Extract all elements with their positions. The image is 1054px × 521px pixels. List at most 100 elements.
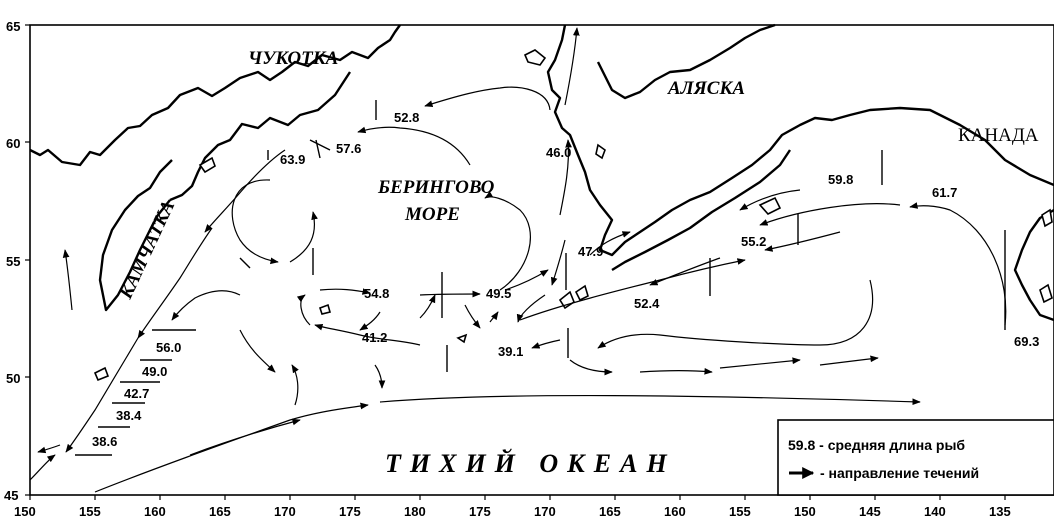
current-arrow	[759, 203, 901, 226]
current-arrow	[319, 288, 371, 295]
y-tick-label: 45	[4, 488, 18, 503]
fish-length-label: 52.4	[634, 296, 660, 311]
island	[93, 366, 110, 382]
island	[595, 143, 606, 160]
x-axis-labels: 150 155 160 165 170 175 180 175 170 165 …	[14, 504, 1011, 519]
y-tick-label: 65	[6, 19, 20, 34]
current-arrow	[504, 269, 549, 291]
fish-length-label: 55.2	[741, 234, 766, 249]
region-label-bering-sea: МОРЕ	[404, 204, 460, 225]
x-tick-label: 175	[469, 504, 491, 519]
current-arrow	[137, 227, 213, 339]
x-tick-label: 180	[404, 504, 426, 519]
fish-length-label: 61.7	[932, 185, 957, 200]
current-arrow	[357, 126, 471, 166]
current-arrow	[569, 359, 613, 376]
current-arrow	[314, 323, 421, 346]
fish-length-values: 52.8 57.6 63.9 46.0 59.8 61.7 55.2 47.9 …	[92, 110, 1039, 449]
x-tick-label: 170	[274, 504, 296, 519]
current-arrow	[189, 418, 301, 456]
x-tick-label: 155	[729, 504, 751, 519]
y-tick-label: 60	[6, 136, 20, 151]
region-label-chukotka: ЧУКОТКА	[248, 48, 338, 69]
fish-length-label: 39.1	[498, 344, 523, 359]
fish-length-label: 49.5	[486, 286, 511, 301]
fish-length-label: 69.3	[1014, 334, 1039, 349]
current-arrow	[94, 402, 369, 493]
islands	[93, 49, 1053, 382]
island	[1039, 283, 1053, 304]
fish-length-label: 63.9	[280, 152, 305, 167]
fish-length-label: 54.8	[364, 286, 389, 301]
x-tick-label: 155	[79, 504, 101, 519]
current-arrow	[289, 211, 318, 263]
x-tick-label: 160	[144, 504, 166, 519]
island	[318, 303, 331, 315]
current-arrow	[649, 257, 721, 286]
region-label-canada: КАНАДА	[958, 125, 1039, 146]
fish-length-label: 38.6	[92, 434, 117, 449]
y-axis-labels: 65 60 55 50 45	[4, 19, 20, 503]
current-arrow	[291, 364, 299, 406]
fish-length-label: 52.8	[394, 110, 419, 125]
legend-box	[777, 419, 1054, 496]
axis-tick-marks	[25, 24, 1006, 500]
coast-alaska-peninsula	[611, 149, 791, 272]
current-arrow	[739, 189, 801, 211]
coast-alaska-north	[596, 23, 776, 100]
x-tick-label: 150	[14, 504, 36, 519]
current-arrow	[550, 239, 566, 286]
current-arrow	[489, 311, 499, 323]
y-tick-label: 55	[6, 254, 20, 269]
legend-value-entry: 59.8 - средняя длина рыб	[788, 437, 965, 453]
legend-arrow-text: - направление течений	[820, 465, 979, 481]
current-arrow	[419, 290, 481, 298]
fish-length-label: 46.0	[546, 145, 571, 160]
current-arrow	[516, 294, 546, 323]
coast-koryak	[169, 71, 352, 202]
x-tick-label: 135	[989, 504, 1011, 519]
coastlines	[29, 23, 1054, 322]
current-arrow	[204, 149, 286, 233]
region-label-bering-sea: БЕРИНГОВО	[377, 177, 495, 198]
current-arrow	[589, 231, 631, 256]
current-arrow	[65, 337, 139, 453]
current-arrow	[764, 231, 841, 252]
fish-length-label: 49.0	[142, 364, 167, 379]
section-bar	[315, 139, 321, 159]
y-tick-label: 50	[6, 371, 20, 386]
x-tick-label: 150	[794, 504, 816, 519]
current-arrow	[419, 294, 436, 319]
current-arrow	[239, 329, 276, 373]
x-tick-label: 165	[209, 504, 231, 519]
x-tick-label: 160	[664, 504, 686, 519]
x-tick-label: 170	[534, 504, 556, 519]
fish-length-label: 59.8	[828, 172, 853, 187]
current-arrow	[231, 179, 279, 265]
x-tick-label: 165	[599, 504, 621, 519]
current-arrow	[296, 294, 311, 326]
region-label-pacific: ТИХИЙ ОКЕАН	[385, 449, 676, 478]
current-arrow	[531, 339, 561, 349]
current-arrow	[819, 355, 879, 366]
current-arrow	[597, 279, 874, 349]
coast-canada	[1013, 208, 1054, 322]
current-arrow	[424, 86, 551, 111]
legend: 59.8 - средняя длина рыб - направление т…	[777, 419, 1054, 496]
region-label-kamchatka: КАМЧАТКА	[115, 197, 179, 303]
current-arrow	[464, 304, 481, 329]
current-arrow	[559, 139, 572, 216]
current-arrow	[719, 357, 801, 369]
current-arrow	[62, 249, 73, 311]
current-arrow	[519, 258, 746, 321]
island	[198, 156, 216, 174]
x-tick-label: 175	[339, 504, 361, 519]
coast-kamchatka	[98, 159, 173, 312]
fish-length-label: 57.6	[336, 141, 361, 156]
fish-length-label: 56.0	[156, 340, 181, 355]
island	[558, 290, 575, 310]
coast-chukotka	[29, 24, 401, 167]
island	[456, 333, 468, 344]
region-label-alaska: АЛЯСКА	[667, 78, 745, 99]
